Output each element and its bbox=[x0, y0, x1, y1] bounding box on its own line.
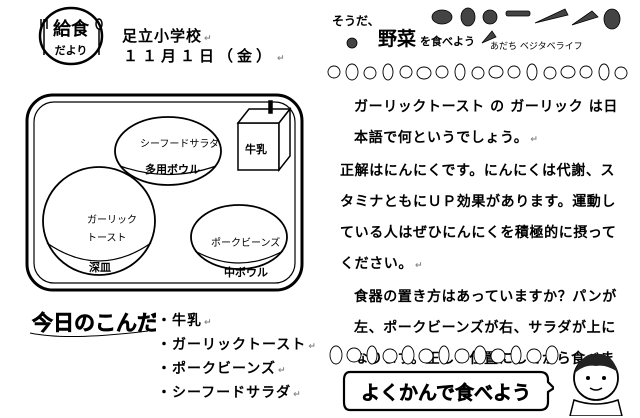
seafood-salad-label: シーフードサラダ bbox=[140, 139, 220, 150]
fork-icon bbox=[40, 19, 48, 55]
yoku-kande-tabeyou-bubble: よくかんで食べよう bbox=[342, 370, 554, 412]
tray-diagram: シーフードサラダ 多用ボウル 牛乳 ガーリック トースト 深皿 ポークビーンズ … bbox=[25, 93, 304, 292]
menu-item-milk: ・牛乳↵ bbox=[157, 313, 213, 329]
svg-text:給食: 給食 bbox=[53, 18, 90, 40]
svg-text:野菜: 野菜 bbox=[378, 27, 416, 50]
svg-text:を食べよう: を食べよう bbox=[420, 34, 475, 48]
garlic-toast-label-1: ガーリック bbox=[87, 215, 137, 226]
vegetable-illustration-icon bbox=[346, 7, 621, 49]
milk-carton-shape bbox=[236, 100, 292, 173]
menu-list: ・牛乳↵ ・ガーリックトースト↵ ・ポークビーンズ↵ ・シーフードサラダ↵ bbox=[157, 310, 317, 406]
menu-item-garlic-toast: ・ガーリックトースト↵ bbox=[157, 337, 317, 353]
milk-label: 牛乳 bbox=[245, 143, 267, 156]
menu-item-pork-beans: ・ポークビーンズ↵ bbox=[157, 361, 287, 377]
svg-text:よくかんで食べよう: よくかんで食べよう bbox=[361, 381, 531, 404]
yasai-wo-tabeyou-banner: そうだ、 野菜 を食べよう あだち ベジタベライフ bbox=[332, 7, 621, 52]
medium-bowl-shape bbox=[190, 204, 288, 270]
deep-dish-shape bbox=[42, 166, 156, 276]
svg-text:今日のこんだて: 今日のこんだて bbox=[32, 311, 156, 335]
vegetable-border-top bbox=[327, 63, 628, 81]
svg-text:そうだ、: そうだ、 bbox=[332, 14, 380, 28]
school-name: 足立小学校↵ bbox=[122, 27, 213, 45]
garlic-toast-label-2: トースト bbox=[87, 233, 127, 244]
kyushoku-dayori-logo: 給食 だより bbox=[38, 6, 104, 66]
menu-item-seafood-salad: ・シーフードサラダ↵ bbox=[157, 385, 302, 401]
issue-date: １１月１日（金）↵ bbox=[123, 47, 289, 65]
svg-text:だより: だより bbox=[55, 44, 88, 57]
kondate-title: 今日のこんだて bbox=[29, 311, 156, 338]
article-paragraph-question: ガーリックトースト の ガーリック は日本語で何というでしょう。↵ bbox=[354, 99, 618, 146]
pork-beans-label: ポークビーンズ bbox=[211, 238, 281, 249]
salad-bowl-shape bbox=[114, 116, 222, 186]
naka-bowl-label: 中ボウル bbox=[224, 266, 268, 279]
tabun-bowl-label: 多用ボウル bbox=[145, 163, 200, 176]
spoon-icon bbox=[95, 18, 103, 55]
svg-text:あだち ベジタベライフ: あだち ベジタベライフ bbox=[490, 41, 583, 52]
child-chewing-icon bbox=[569, 353, 623, 416]
vegetable-border-bottom bbox=[329, 345, 559, 365]
fukazara-label: 深皿 bbox=[89, 261, 111, 274]
article-paragraph-answer: 正解はにんにくです。にんにくは代謝、スタミナともにＵＰ効果があります。運動してい… bbox=[340, 163, 617, 272]
